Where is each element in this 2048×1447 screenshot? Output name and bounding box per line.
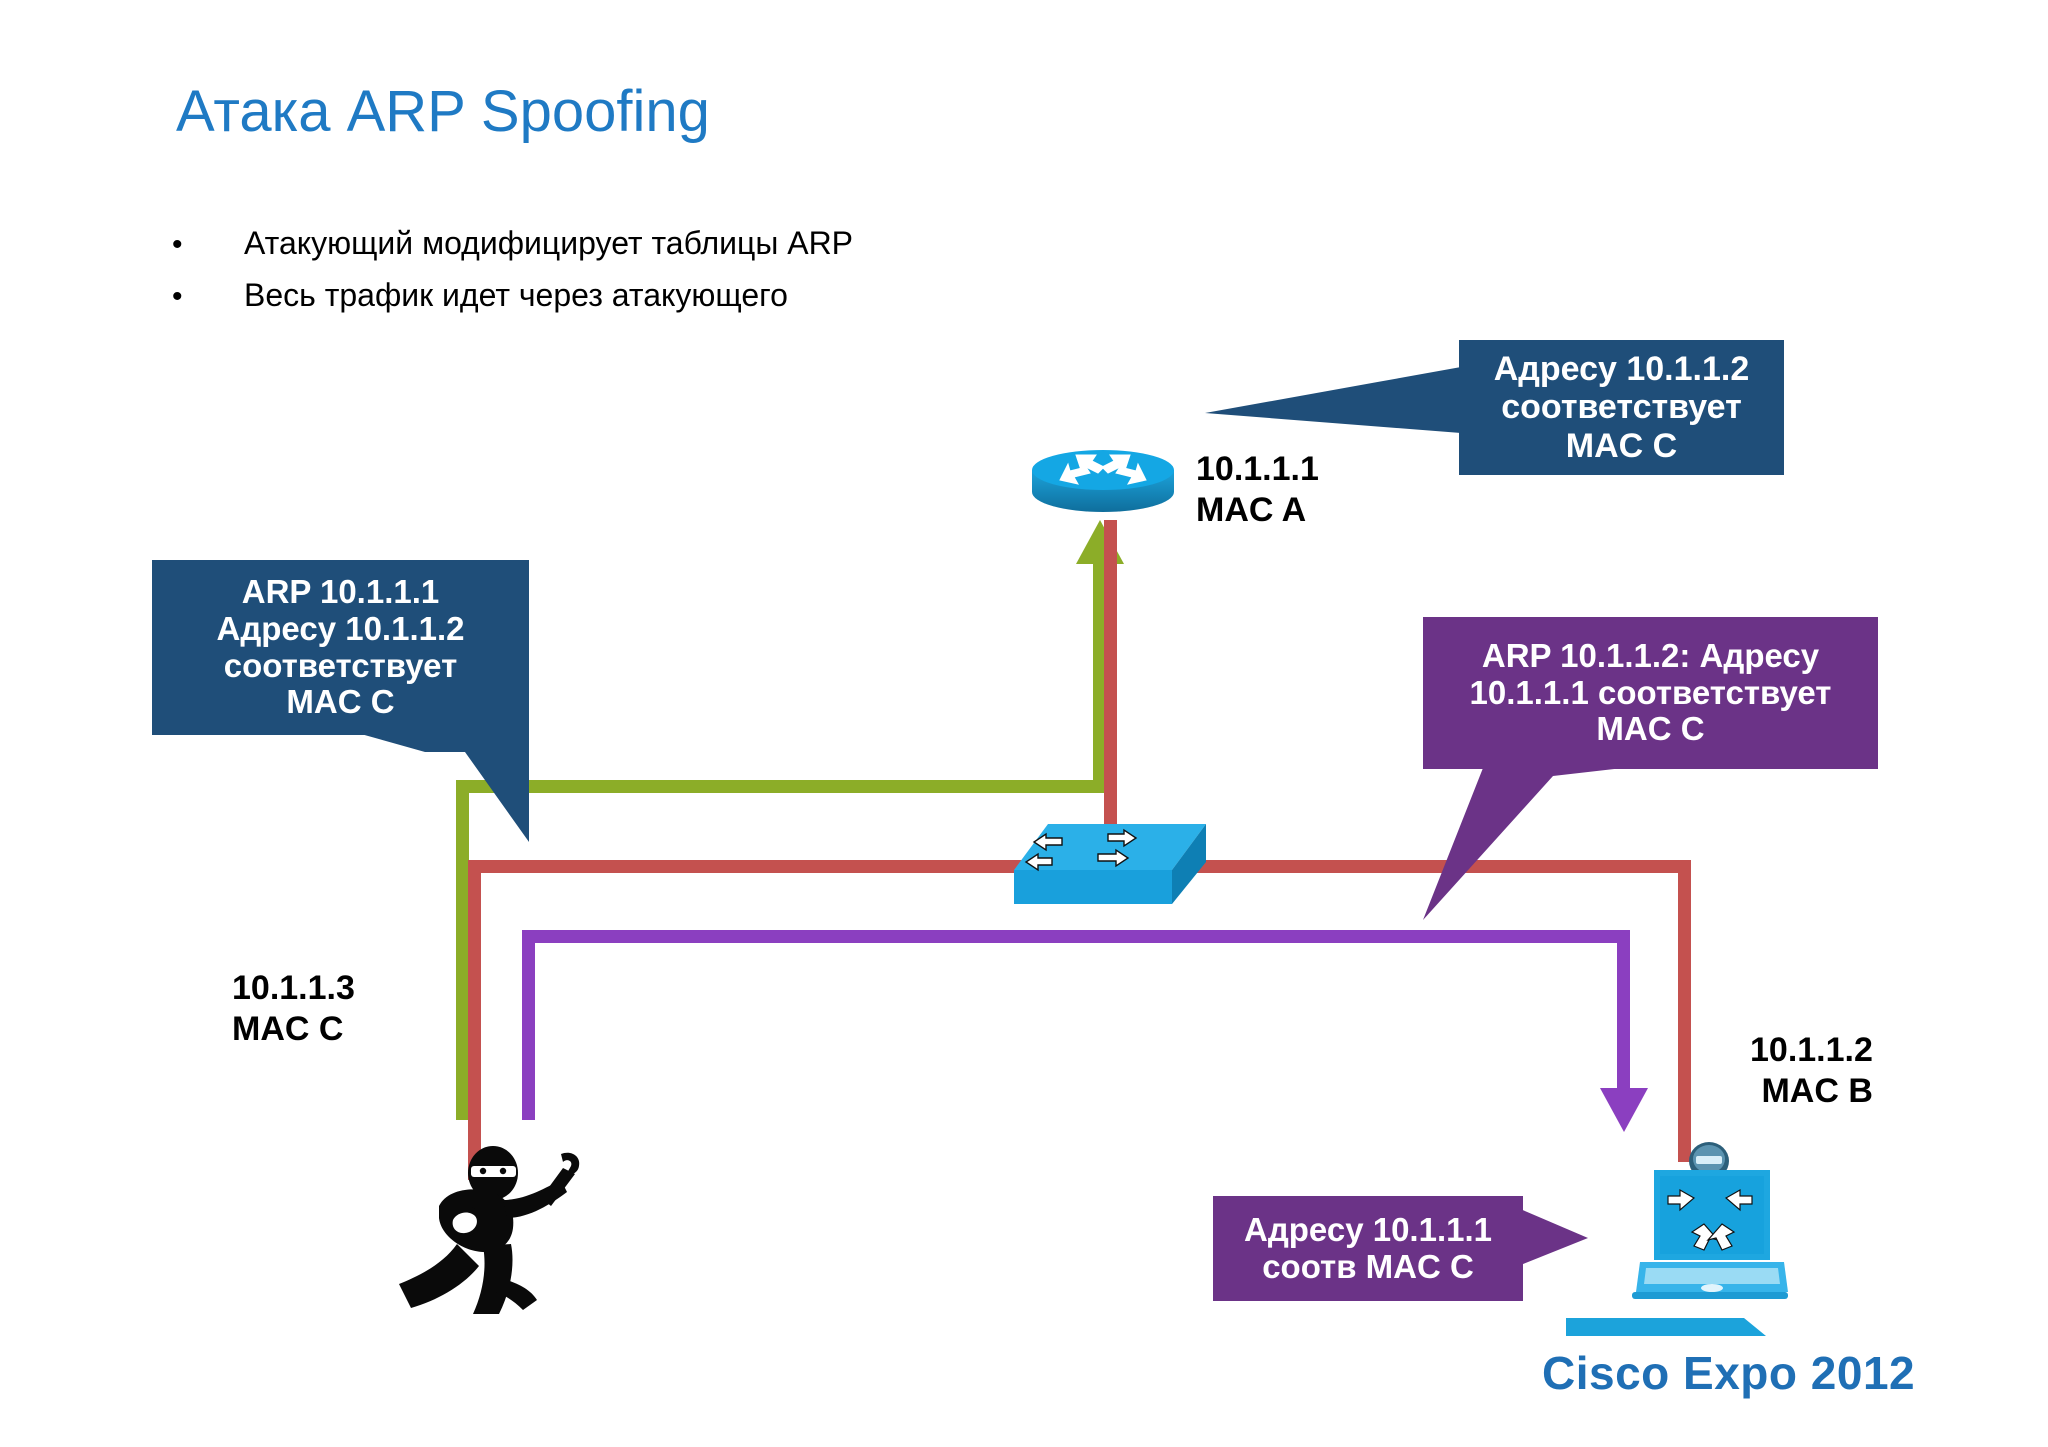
connection-attacker-to-victim-horizontal [522, 930, 1630, 943]
connection-attacker-to-victim-vertical-left [522, 930, 535, 1120]
callout-line: 10.1.1.1 соответствует [1469, 673, 1832, 711]
callout-line: ARP 10.1.1.1 [241, 572, 440, 610]
device-label-attacker: 10.1.1.3 MAC C [232, 968, 355, 1050]
callout-arp1-pointer-icon [361, 734, 529, 842]
callout-line: Адресу 10.1.1.1 [1244, 1210, 1492, 1248]
connection-attacker-to-router-vertical-left [456, 780, 469, 1120]
connection-traffic-router-vertical [1104, 520, 1117, 832]
callout-victim-pointer-icon [1518, 1208, 1588, 1266]
laptop-icon [1632, 1170, 1788, 1299]
device-label-line: MAC B [1761, 1071, 1873, 1110]
bullet-item: • Весь трафик идет через атакующего [172, 277, 788, 314]
callout-line: соотв MAC C [1262, 1247, 1474, 1285]
device-label-line: MAC A [1196, 490, 1307, 529]
callout-line: MAC C [1565, 426, 1678, 465]
device-label-line: 10.1.1.1 [1196, 450, 1319, 488]
bullet-text: Атакующий модифицирует таблицы ARP [244, 225, 854, 261]
callout-line: Адресу 10.1.1.2 [1493, 350, 1750, 389]
cisco-switch-icon [1014, 824, 1206, 904]
callout-victim-arp-entry: Адресу 10.1.1.1 соотв MAC C [1213, 1196, 1523, 1301]
device-label-victim: 10.1.1.2 MAC B [1750, 1030, 1873, 1112]
cisco-bridge-icon [1566, 1318, 1766, 1336]
cisco-expo-logo: Cisco Expo 2012 [1542, 1347, 1916, 1399]
callout-router-arp-entry: Адресу 10.1.1.2 соответствует MAC C [1459, 340, 1784, 475]
connection-traffic-horizontal-right [1188, 860, 1691, 873]
device-label-router: 10.1.1.1 MAC A [1196, 449, 1319, 531]
bullet-text: Весь трафик идет через атакующего [244, 277, 788, 313]
cisco-router-icon [1032, 450, 1174, 512]
callout-line: соответствует [223, 646, 458, 684]
device-label-line: 10.1.1.3 [232, 969, 355, 1007]
bullet-item: • Атакующий модифицирует таблицы ARP [172, 225, 853, 262]
callout-line: соответствует [1501, 388, 1742, 427]
callout-line: ARP 10.1.1.2: Адресу [1481, 636, 1820, 674]
callout-attacker-arp-reply-router: ARP 10.1.1.1 Адресу 10.1.1.2 соответству… [152, 560, 529, 735]
connection-traffic-attacker-vertical [468, 860, 481, 1180]
callout-attacker-arp-reply-victim: ARP 10.1.1.2: Адресу 10.1.1.1 соответств… [1423, 617, 1878, 769]
callout-router-pointer-icon [1205, 367, 1461, 433]
connection-traffic-victim-vertical [1678, 860, 1691, 1162]
connection-purple-arrowhead-icon [1600, 1088, 1648, 1132]
device-label-line: 10.1.1.2 [1750, 1031, 1873, 1069]
page-title: Атака ARP Spoofing [176, 79, 710, 144]
callout-line: MAC C [286, 683, 395, 721]
bullet-marker: • [172, 280, 183, 313]
callout-arp2-pointer-icon [1423, 768, 1623, 920]
connection-switch-to-router-vertical [1093, 560, 1106, 793]
connection-attacker-to-router-horizontal [456, 780, 1106, 793]
callout-line: MAC C [1596, 710, 1705, 748]
bullet-marker: • [172, 228, 183, 261]
burglar-icon [399, 1146, 580, 1314]
connection-traffic-horizontal-left [468, 860, 1043, 873]
connection-attacker-to-victim-vertical-right [1617, 930, 1630, 1090]
callout-line: Адресу 10.1.1.2 [216, 609, 465, 647]
device-label-line: MAC C [232, 1009, 344, 1048]
